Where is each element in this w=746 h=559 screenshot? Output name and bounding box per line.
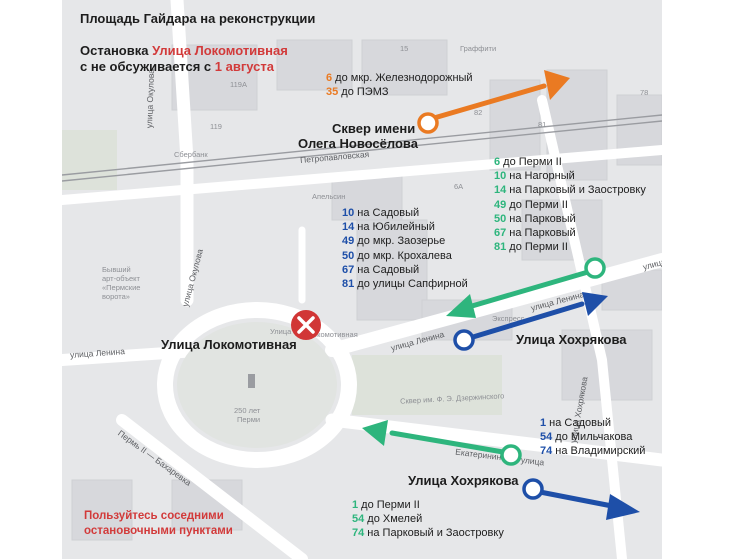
- poi-label: Бывший: [102, 265, 131, 274]
- building-block: [356, 219, 428, 321]
- footer-note-line-2: остановочными пунктами: [84, 525, 233, 537]
- poi-label: ворота»: [102, 292, 130, 301]
- house-number-label: 119А: [230, 80, 247, 89]
- building-block: [331, 174, 403, 221]
- stop-label-small: Локомотивная: [308, 330, 358, 339]
- route-list-skver-after: 6 до Перми II 10 на Нагорный 14 на Парко…: [494, 155, 646, 254]
- poi-label: «Пермские: [102, 283, 141, 292]
- stop-name-khokhryakova-lower: Улица Хохрякова: [408, 473, 519, 488]
- notice-line-2: с не обсуживается с 1 августа: [80, 59, 274, 75]
- stop-name-skver-2: Олега Новосёлова: [298, 136, 418, 151]
- route-entry: 14 на Юбилейный: [342, 221, 435, 234]
- house-number-label: 81: [538, 120, 547, 129]
- park-area: [352, 355, 502, 415]
- route-list-khokhryakova-bottom: 1 до Перми II 54 до Хмелей 74 на Парковы…: [352, 498, 504, 541]
- route-entry: 54 до Хмелей: [352, 513, 423, 526]
- route-entry: 74 на Владимирский: [540, 445, 646, 458]
- page-title: Площадь Гайдара на реконструкции: [80, 11, 316, 26]
- building-block: [71, 479, 133, 541]
- route-entry: 50 до мкр. Крохалева: [342, 249, 452, 262]
- notice-line-1: Остановка Улица Локомотивная: [80, 43, 288, 59]
- route-entry: 1 на Садовый: [540, 417, 612, 429]
- building-block: [276, 39, 353, 91]
- route-entry: 67 на Парковый: [494, 227, 576, 240]
- railway-track: [62, 120, 662, 182]
- route-entry: 10 на Нагорный: [494, 170, 575, 183]
- route-entry: 1 до Перми II: [352, 499, 420, 511]
- house-number-label: 82: [474, 108, 483, 117]
- stop-name-lokomotivnaya: Улица Локомотивная: [161, 337, 297, 352]
- notice-text: Остановка: [80, 43, 153, 58]
- route-entry: 67 на Садовый: [342, 263, 420, 276]
- route-entry: 74 на Парковый и Заостровку: [352, 527, 504, 540]
- poi-label: Граффити: [460, 44, 497, 53]
- road-lenina-west: [62, 344, 218, 366]
- map-canvas: [62, 0, 662, 559]
- road-khokhryakova: [537, 95, 627, 559]
- road-okulova: [170, 0, 194, 307]
- road-bakharevka: [116, 414, 308, 559]
- roundabout-ring: [157, 302, 357, 468]
- stop-name-skver-1: Сквер имени: [332, 121, 416, 136]
- route-entry: 6 до Перми II: [494, 156, 562, 168]
- route-list-khokhryakova-right: 1 на Садовый 54 до Мильчакова 74 на Влад…: [540, 416, 645, 459]
- route-entry: 14 на Парковый и Заостровку: [494, 184, 646, 197]
- street-label: улица Окулова: [144, 68, 157, 129]
- roundabout-center: [177, 322, 337, 448]
- railway-track: [62, 114, 662, 176]
- route-entry: 10 на Садовый: [342, 207, 420, 219]
- building-block: [521, 199, 603, 261]
- monument-icon: [248, 374, 255, 388]
- poi-label: Экспресс: [492, 314, 525, 323]
- house-number-label: 119: [210, 122, 222, 131]
- road-petropavlovskaya: [62, 145, 662, 205]
- stop-name-khokhryakova-upper: Улица Хохрякова: [516, 332, 627, 347]
- park-area: [62, 130, 117, 190]
- route-entry: 49 до мкр. Заозерье: [342, 235, 446, 248]
- route-list-lokomotivnaya: 10 на Садовый 14 на Юбилейный 49 до мкр.…: [342, 206, 468, 291]
- route-entry: 49 до Перми II: [494, 198, 568, 211]
- poi-label: Апельсин: [312, 192, 346, 201]
- route-entry: 50 на Парковый: [494, 212, 576, 225]
- route-entry: 81 до Перми II: [494, 241, 568, 254]
- route-list-skver-before: 6 до мкр. Железнодорожный 35 до ПЭМЗ: [326, 71, 473, 99]
- house-number-label: 78: [640, 88, 649, 97]
- poi-label: арт-объект: [102, 274, 140, 283]
- notice-stop-name: Улица Локомотивная: [152, 43, 288, 58]
- route-entry: 6 до мкр. Железнодорожный: [326, 72, 473, 84]
- route-entry: 35 до ПЭМЗ: [326, 86, 389, 99]
- house-number-label: 15: [400, 44, 409, 53]
- house-number-label: 6А: [454, 182, 464, 191]
- route-entry: 81 до улицы Сапфирной: [342, 278, 468, 291]
- poi-label: Перми: [237, 415, 261, 424]
- notice-text: с не обсуживается с: [80, 59, 215, 74]
- route-entry: 54 до Мильчакова: [540, 431, 633, 444]
- notice-date: 1 августа: [214, 59, 274, 74]
- city-map[interactable]: 15 Граффити 119А 119 Сбербанк Петропавло…: [62, 0, 662, 559]
- stop-label-small: Улица: [270, 327, 292, 336]
- poi-label: 250 лет: [234, 406, 261, 415]
- footer-note-line-1: Пользуйтесь соседними: [84, 510, 224, 522]
- poi-label: Сбербанк: [174, 150, 208, 159]
